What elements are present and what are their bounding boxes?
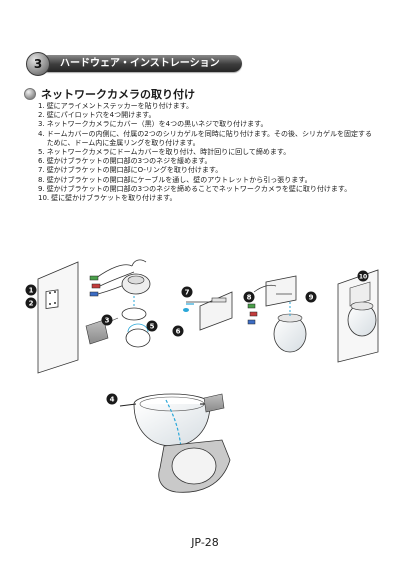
step-item: 5.ネットワークカメラにドームカバーを取り付け、時計回りに回して締めます。: [38, 148, 378, 157]
step-number: 3.: [38, 120, 45, 129]
step-text: ネットワークカメラにドームカバーを取り付け、時計回りに回して締めます。: [46, 148, 291, 157]
callout-4: 4: [106, 393, 118, 405]
svg-text:2: 2: [29, 300, 34, 308]
callout-8: 8: [243, 291, 255, 303]
step-item: 3.ネットワークカメラにカバー（黒）を4つの黒いネジで取り付けます。: [38, 120, 378, 129]
step-text: ネットワークカメラにカバー（黒）を4つの黒いネジで取り付けます。: [46, 120, 268, 129]
step-text: 壁に壁かけブラケットを取り付けます。: [51, 194, 177, 203]
step-item: 10.壁に壁かけブラケットを取り付けます。: [38, 194, 378, 203]
wall-bracket-illustration: [183, 291, 233, 331]
mounted-camera-illustration: [337, 269, 379, 363]
svg-text:10: 10: [359, 274, 367, 281]
step-text: 壁かけブラケットの開口部にO-リングを取り付けます。: [46, 166, 223, 175]
step-number: 7.: [38, 166, 45, 175]
callout-7: 7: [181, 286, 193, 298]
step-text: 壁かけブラケットの開口部の3つのネジを緩めます。: [46, 157, 212, 166]
svg-text:8: 8: [247, 294, 252, 302]
step-number: 1.: [38, 102, 45, 110]
section-title-bar: [40, 55, 242, 72]
step-text: 壁かけブラケットの開口部の3つのネジを締めることでネットワークカメラを壁に取り付…: [46, 184, 352, 193]
callout-9: 9: [305, 291, 317, 303]
step-item: 8.壁かけブラケットの開口部にケーブルを通し、壁のアウトレットから引っ張ります。: [38, 176, 378, 185]
step-item: 2.壁にパイロット穴を4つ開けます。: [38, 111, 378, 120]
step-number: 4.: [38, 129, 45, 138]
svg-text:7: 7: [185, 289, 190, 297]
step-text: ドームカバーの内側に、付属の2つのシリカゲルを同時に貼り付けます。その後、シリカ…: [46, 129, 373, 147]
camera-assembly-illustration: [85, 259, 151, 348]
callout-3: 3: [101, 314, 113, 326]
section-number-badge: 3: [26, 52, 50, 76]
svg-text:1: 1: [29, 287, 34, 295]
camera-on-bracket-illustration: [247, 275, 307, 353]
callout-5: 5: [146, 320, 158, 332]
step-item: 9.壁かけブラケットの開口部の3つのネジを締めることでネットワークカメラを壁に取…: [38, 185, 378, 194]
dome-cover-illustration: [119, 393, 231, 493]
svg-text:6: 6: [176, 328, 181, 336]
step-number: 8.: [38, 175, 45, 184]
bullet-icon: [24, 88, 36, 100]
svg-text:3: 3: [105, 317, 110, 325]
step-number: 9.: [38, 184, 45, 193]
step-number: 10.: [38, 194, 50, 203]
step-text: 壁にアライメントステッカーを貼り付けます。: [46, 102, 193, 110]
step-number: 2.: [38, 111, 45, 120]
step-item: 1.壁にアライメントステッカーを貼り付けます。: [38, 102, 378, 111]
installation-illustration: 1 2 3 4 5 6 7 8 9 10: [25, 259, 379, 493]
subsection-heading: ネットワークカメラの取り付け: [24, 86, 195, 102]
callout-10: 10: [357, 270, 369, 282]
step-item: 7.壁かけブラケットの開口部にO-リングを取り付けます。: [38, 166, 378, 175]
subsection-title: ネットワークカメラの取り付け: [41, 88, 195, 101]
step-text: 壁かけブラケットの開口部にケーブルを通し、壁のアウトレットから引っ張ります。: [46, 175, 312, 184]
svg-text:4: 4: [110, 396, 115, 404]
section-header: 3 ハードウェア・インストレーション: [26, 52, 244, 76]
callout-2: 2: [25, 297, 37, 309]
svg-text:5: 5: [150, 323, 155, 331]
wall-panel-illustration: [37, 261, 79, 374]
installation-steps-list: 1.壁にアライメントステッカーを貼り付けます。 2.壁にパイロット穴を4つ開けま…: [38, 102, 378, 203]
step-number: 5.: [38, 148, 45, 157]
step-text: 壁にパイロット穴を4つ開けます。: [46, 111, 156, 120]
svg-text:9: 9: [309, 294, 314, 302]
step-item: 6.壁かけブラケットの開口部の3つのネジを緩めます。: [38, 157, 378, 166]
page-number: JP-28: [191, 536, 219, 549]
callout-1: 1: [25, 284, 37, 296]
section-title: ハードウェア・インストレーション: [60, 58, 220, 69]
step-number: 6.: [38, 157, 45, 166]
step-item: 4.ドームカバーの内側に、付属の2つのシリカゲルを同時に貼り付けます。その後、シ…: [38, 130, 378, 148]
callout-6: 6: [172, 325, 184, 337]
